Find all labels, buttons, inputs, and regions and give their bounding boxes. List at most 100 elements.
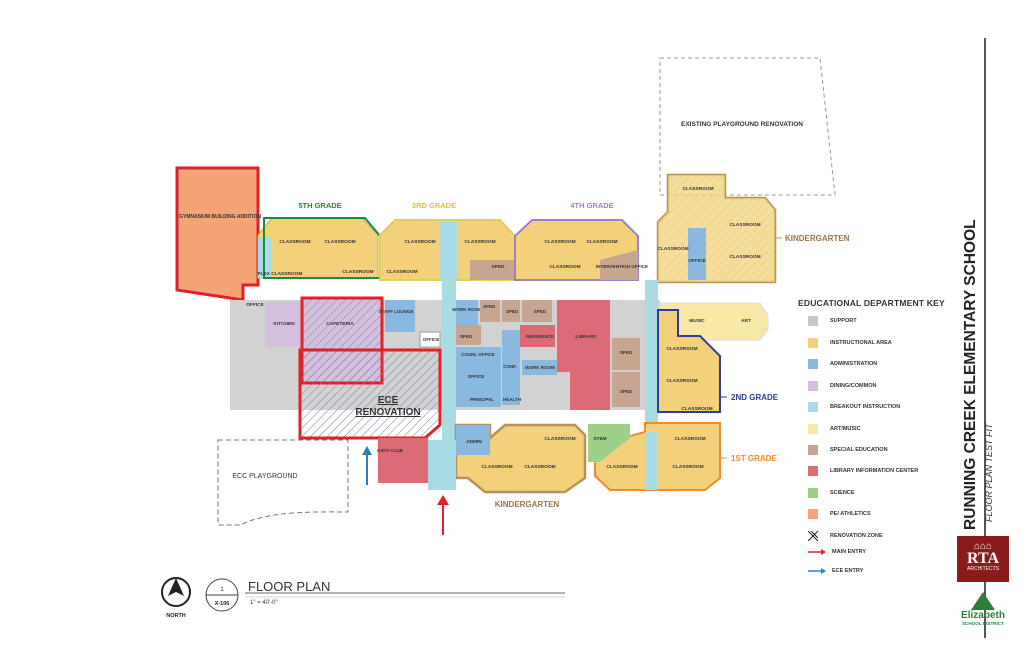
- grade3-label: 3RD GRADE: [412, 201, 456, 210]
- key-item: ADMINISTRATION: [808, 358, 877, 370]
- grade1-label: 1ST GRADE: [731, 454, 777, 463]
- room-label: OFFICE: [468, 374, 485, 379]
- detail-number: 1: [220, 587, 224, 593]
- gym-label: GYMNASIUM BUILDING ADDITION: [179, 214, 261, 220]
- key-label: SUPPORT: [830, 318, 857, 324]
- room-label: SPED: [491, 264, 505, 270]
- key-item: LIBRARY INFORMATION CENTER: [808, 465, 918, 477]
- key-swatch: [808, 381, 818, 391]
- ecc-playground-label: ECC PLAYGROUND: [232, 473, 297, 480]
- room-label: CLASSROOM: [682, 186, 713, 192]
- room-label: PRINCIPAL: [470, 397, 494, 402]
- rta-logo-icon: ⌂⌂⌂: [973, 541, 992, 552]
- floor-plan-drawing: EXISTING PLAYGROUND RENOVATION GYMNASIUM…: [161, 57, 850, 619]
- room-label: CLASSROOM: [324, 239, 355, 245]
- room-label: SPED: [506, 309, 519, 314]
- room-label: CLASSROOM: [404, 239, 435, 245]
- room-label: CLASSROOM: [342, 269, 373, 275]
- room-label: CLASSROOM: [279, 239, 310, 245]
- room-label: CLASSROOM: [544, 239, 575, 245]
- ece-label-line1: ECE: [378, 395, 399, 406]
- room-label: REFERENCE: [526, 334, 554, 339]
- key-label: MAIN ENTRY: [832, 549, 867, 555]
- elizabeth-logo-text: Elizabeth: [961, 610, 1005, 621]
- existing-playground-area: [659, 57, 836, 196]
- plan-title: FLOOR PLAN: [248, 579, 330, 594]
- room-label: OFFICE: [246, 302, 264, 308]
- key-title: EDUCATIONAL DEPARTMENT KEY: [798, 298, 945, 308]
- ece-entry-icon: [808, 566, 826, 576]
- room-label: FLEX CLASSROOM: [258, 271, 303, 277]
- grade4-label: 4TH GRADE: [570, 201, 613, 210]
- grade5-label: 5TH GRADE: [298, 201, 341, 210]
- grade2-wing: [657, 309, 721, 413]
- room-label: SPED: [483, 304, 496, 309]
- room-label: INTERVENTION OFFICE: [596, 264, 648, 269]
- room-label: CLASSROOM: [729, 254, 760, 260]
- room-label: KITCHEN: [273, 321, 295, 327]
- key-label: SPECIAL EDUCATION: [830, 447, 888, 453]
- sheet-number: X-106: [215, 601, 230, 607]
- room-label: WORK ROOM: [525, 365, 555, 370]
- title-divider: [984, 38, 986, 638]
- ecc-playground-area: [217, 439, 349, 526]
- room-label: CAFETERIA: [326, 321, 354, 327]
- rta-logo: ⌂⌂⌂ RTA ARCHITECTS: [957, 536, 1009, 582]
- room-label: CLASSROOM: [681, 406, 712, 412]
- key-label: DINING/COMMON: [830, 383, 877, 389]
- room-label: SPED: [534, 309, 547, 314]
- room-label: WORK ROOM: [452, 307, 482, 312]
- key-label: ART/MUSIC: [830, 426, 861, 432]
- key-label: RENOVATION ZONE: [830, 533, 883, 539]
- room-label: CLASSROOM: [586, 239, 617, 245]
- key-label: ECE ENTRY: [832, 568, 864, 574]
- key-item: ECE ENTRY: [808, 565, 863, 577]
- key-swatch: [808, 488, 818, 498]
- room-label: CLASSROOM: [549, 264, 580, 270]
- key-label: BREAKOUT INSTRUCTION: [830, 404, 901, 410]
- key-item: SUPPORT: [808, 315, 857, 327]
- north-label: NORTH: [166, 613, 186, 619]
- room-label: ART: [741, 318, 751, 324]
- room-label: HEALTH: [503, 397, 521, 402]
- room-label: CLASSROOM: [674, 436, 705, 442]
- key-item: SPECIAL EDUCATION: [808, 444, 888, 456]
- key-swatch: [808, 338, 818, 348]
- room-label: COUNL OFFICE: [461, 352, 495, 357]
- room-label: CLASSROOM: [666, 346, 697, 352]
- elizabeth-logo: Elizabeth SCHOOL DISTRICT: [952, 590, 1014, 642]
- grade5-wing: [257, 217, 379, 279]
- key-label: ADMINISTRATION: [830, 361, 878, 367]
- room-label: CLASSROOM: [672, 464, 703, 470]
- plan-scale: 1" = 40'-0": [250, 600, 278, 606]
- key-item: ART/MUSIC: [808, 423, 861, 435]
- key-swatch: [808, 445, 818, 455]
- rta-logo-text: RTA: [966, 550, 1000, 567]
- room-label: CLASSROOM: [729, 222, 760, 228]
- key-label: PE/ ATHLETICS: [830, 511, 871, 517]
- key-item: PE/ ATHLETICS: [808, 508, 871, 520]
- room-label: LIBRARY: [575, 334, 597, 340]
- grade2-label: 2ND GRADE: [731, 393, 779, 402]
- kindergarten-top-label: KINDERGARTEN: [785, 234, 850, 243]
- room-label: MUSIC: [689, 318, 705, 324]
- ece-renovation-zone: [298, 348, 442, 440]
- kindergarten-bottom-label: KINDERGARTEN: [495, 500, 560, 509]
- main-entry-icon: [808, 547, 826, 557]
- kids-club-room: [378, 438, 428, 483]
- room-label: CLASSROOM: [386, 269, 417, 275]
- key-swatch: [808, 402, 818, 412]
- renovation-zone-icon: [807, 530, 819, 542]
- key-item: RENOVATION ZONE: [807, 530, 883, 542]
- room-label: KID'S CLUB: [377, 448, 403, 453]
- room-label: SPED: [620, 350, 633, 355]
- elizabeth-logo-sub: SCHOOL DISTRICT: [961, 621, 1005, 626]
- key-swatch: [808, 359, 818, 369]
- gym-addition: [175, 166, 260, 302]
- ece-label-line2: RENOVATION: [355, 407, 420, 418]
- key-label: SCIENCE: [830, 490, 855, 496]
- room-label: OFFICE: [688, 258, 706, 264]
- room-label: OFFICE: [423, 337, 440, 342]
- room-label: CLASSROOM: [544, 436, 575, 442]
- room-label: CLASSROOM: [657, 246, 688, 252]
